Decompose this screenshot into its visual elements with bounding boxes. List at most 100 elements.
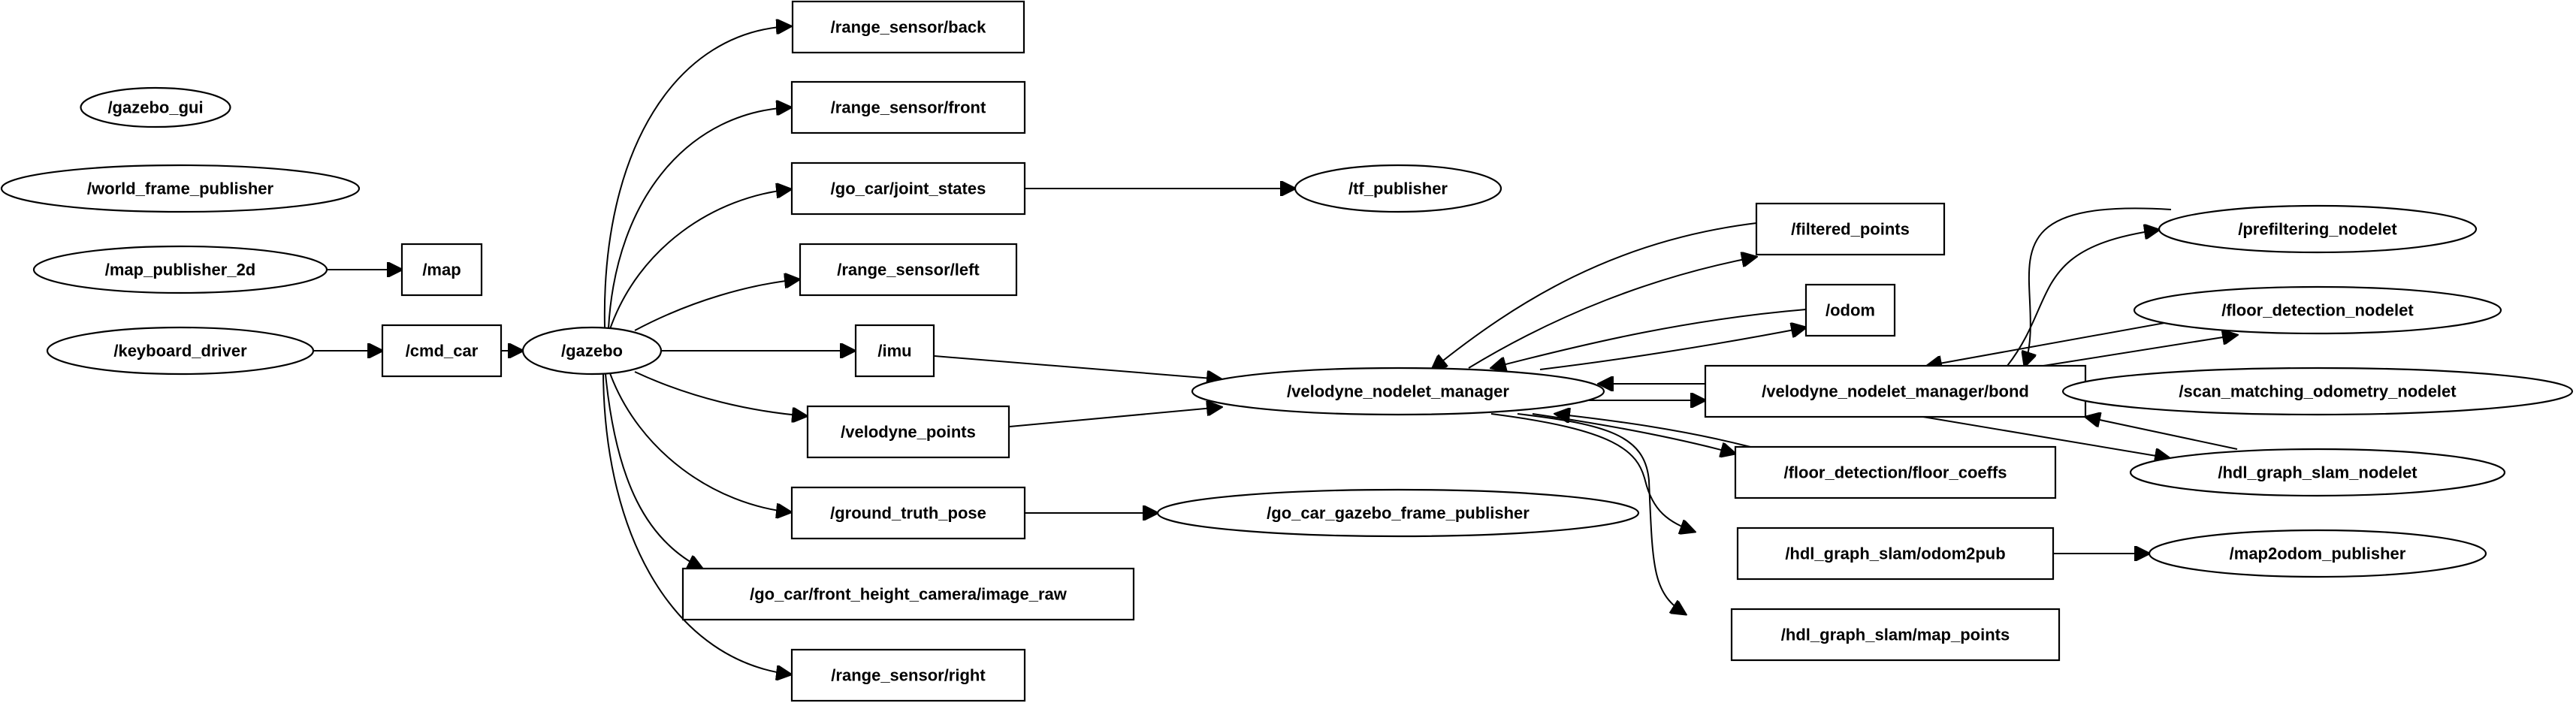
node-velodyne-points-box [806, 405, 1010, 459]
node-go-car-gazebo-frame-publisher-label: /go_car_gazebo_frame_publisher [1267, 504, 1530, 523]
edge-hdl-graph-slam-nodelet-to-velodyne-nodelet-manager-bond [2085, 417, 2238, 450]
node-range-sensor-right[interactable]: /range_sensor/right [790, 648, 1026, 702]
node-gazebo-ellipse [521, 326, 663, 376]
node-ground-truth-pose[interactable]: /ground_truth_pose [790, 486, 1026, 540]
node-go-car-joint-states-box [790, 161, 1026, 216]
edge-velodyne-nodelet-manager-to-hdl-graph-slam-map-points [1517, 413, 1686, 614]
node-floor-detection-nodelet[interactable]: /floor_detection_nodelet [2133, 285, 2502, 335]
node-range-sensor-back[interactable]: /range_sensor/back [791, 0, 1025, 54]
edges-layer [313, 26, 2237, 674]
node-filtered-points[interactable]: /filtered_points [1755, 202, 1946, 256]
edge-gazebo-to-range-sensor-back [603, 26, 791, 328]
node-velodyne-nodelet-manager-ellipse [1191, 367, 1605, 416]
edge-velodyne-points-to-velodyne-nodelet-manager [1009, 407, 1222, 427]
node-map-publisher-2d[interactable]: /map_publisher_2d [32, 245, 328, 294]
node-gazebo[interactable]: /gazebo [521, 326, 663, 376]
edge-velodyne-nodelet-manager-to-odom [1539, 327, 1806, 370]
node-go-car-gazebo-frame-publisher[interactable]: /go_car_gazebo_frame_publisher [1156, 488, 1640, 538]
node-velodyne-nodelet-manager-bond[interactable]: /velodyne_nodelet_manager/bond [1704, 364, 2087, 418]
node-cmd-car[interactable]: /cmd_car [381, 324, 503, 378]
node-floor-detection-floor-coeffs-label: /floor_detection/floor_coeffs [1783, 463, 2007, 482]
edge-prefiltering-nodelet-to-velodyne-nodelet-manager-bond [2025, 207, 2172, 367]
edge-odom-to-velodyne-nodelet-manager [1491, 309, 1807, 368]
node-range-sensor-right-label: /range_sensor/right [831, 666, 986, 685]
node-odom-box [1804, 283, 1896, 337]
node-hdl-graph-slam-odom2pub[interactable]: /hdl_graph_slam/odom2pub [1736, 526, 2055, 581]
node-gazebo-gui[interactable]: /gazebo_gui [80, 86, 231, 128]
edge-velodyne-nodelet-manager-bond-to-hdl-graph-slam-nodelet [1922, 416, 2170, 458]
node-velodyne-points[interactable]: /velodyne_points [806, 405, 1010, 459]
node-odom[interactable]: /odom [1804, 283, 1896, 337]
node-hdl-graph-slam-odom2pub-box [1736, 526, 2055, 581]
node-floor-detection-nodelet-ellipse [2133, 285, 2502, 335]
node-range-sensor-left[interactable]: /range_sensor/left [799, 243, 1018, 297]
edge-imu-to-velodyne-nodelet-manager [934, 355, 1222, 379]
node-map[interactable]: /map [400, 243, 483, 297]
node-range-sensor-back-label: /range_sensor/back [831, 18, 986, 37]
node-filtered-points-box [1755, 202, 1946, 256]
node-cmd-car-label: /cmd_car [406, 342, 479, 361]
node-velodyne-points-label: /velodyne_points [841, 423, 976, 442]
edge-filtered-points-to-velodyne-nodelet-manager [1432, 222, 1757, 370]
node-range-sensor-front[interactable]: /range_sensor/front [790, 80, 1026, 134]
node-map-box [400, 243, 483, 297]
node-cmd-car-box [381, 324, 503, 378]
node-hdl-graph-slam-map-points[interactable]: /hdl_graph_slam/map_points [1730, 608, 2061, 662]
node-prefiltering-nodelet[interactable]: /prefiltering_nodelet [2158, 204, 2478, 254]
node-keyboard-driver[interactable]: /keyboard_driver [46, 326, 315, 376]
node-velodyne-nodelet-manager[interactable]: /velodyne_nodelet_manager [1191, 367, 1605, 416]
node-floor-detection-floor-coeffs-box [1734, 445, 2057, 499]
node-floor-detection-nodelet-label: /floor_detection_nodelet [2221, 301, 2414, 320]
node-hdl-graph-slam-map-points-box [1730, 608, 2061, 662]
node-keyboard-driver-label: /keyboard_driver [113, 342, 247, 361]
node-keyboard-driver-ellipse [46, 326, 315, 376]
node-range-sensor-front-box [790, 80, 1026, 134]
node-tf-publisher[interactable]: /tf_publisher [1294, 164, 1502, 213]
node-map2odom-publisher[interactable]: /map2odom_publisher [2148, 529, 2487, 578]
node-world-frame-publisher[interactable]: /world_frame_publisher [0, 164, 361, 213]
node-map-label: /map [422, 261, 461, 279]
node-hdl-graph-slam-nodelet[interactable]: /hdl_graph_slam_nodelet [2129, 448, 2506, 497]
node-range-sensor-front-label: /range_sensor/front [831, 98, 986, 117]
node-map-publisher-2d-label: /map_publisher_2d [105, 261, 256, 279]
node-velodyne-nodelet-manager-label: /velodyne_nodelet_manager [1287, 382, 1509, 401]
edge-gazebo-to-range-sensor-left [634, 279, 799, 331]
node-odom-label: /odom [1826, 301, 1875, 320]
node-floor-detection-floor-coeffs[interactable]: /floor_detection/floor_coeffs [1734, 445, 2057, 499]
edge-floor-detection-floor-coeffs-to-velodyne-nodelet-manager [1555, 414, 1751, 448]
node-scan-matching-odometry-nodelet[interactable]: /scan_matching_odometry_nodelet [2061, 367, 2574, 416]
node-range-sensor-left-box [799, 243, 1018, 297]
edge-gazebo-to-go-car-joint-states [609, 189, 791, 330]
node-map2odom-publisher-label: /map2odom_publisher [2230, 545, 2406, 563]
edge-gazebo-to-ground-truth-pose [609, 373, 791, 512]
node-range-sensor-back-box [791, 0, 1025, 54]
node-velodyne-nodelet-manager-bond-label: /velodyne_nodelet_manager/bond [1762, 382, 2029, 401]
node-front-height-camera-box [681, 567, 1135, 621]
node-prefiltering-nodelet-label: /prefiltering_nodelet [2238, 220, 2397, 239]
node-range-sensor-right-box [790, 648, 1026, 702]
node-velodyne-nodelet-manager-bond-box [1704, 364, 2087, 418]
edge-velodyne-nodelet-manager-bond-to-floor-detection-nodelet [2043, 335, 2237, 367]
edge-velodyne-nodelet-manager-to-hdl-graph-slam-odom2pub [1490, 413, 1695, 532]
node-ground-truth-pose-box [790, 486, 1026, 540]
edge-gazebo-to-range-sensor-right [602, 373, 791, 674]
edge-velodyne-nodelet-manager-to-filtered-points [1468, 257, 1756, 369]
node-map2odom-publisher-ellipse [2148, 529, 2487, 578]
node-tf-publisher-label: /tf_publisher [1348, 180, 1448, 198]
node-world-frame-publisher-label: /world_frame_publisher [87, 180, 274, 198]
node-scan-matching-odometry-nodelet-label: /scan_matching_odometry_nodelet [2179, 382, 2457, 401]
node-imu[interactable]: /imu [854, 324, 935, 378]
node-ground-truth-pose-label: /ground_truth_pose [830, 504, 986, 523]
node-imu-box [854, 324, 935, 378]
node-gazebo-gui-label: /gazebo_gui [107, 98, 203, 117]
node-hdl-graph-slam-nodelet-ellipse [2129, 448, 2506, 497]
node-front-height-camera[interactable]: /go_car/front_height_camera/image_raw [681, 567, 1135, 621]
node-hdl-graph-slam-map-points-label: /hdl_graph_slam/map_points [1781, 626, 2010, 644]
node-gazebo-gui-ellipse [80, 86, 231, 128]
node-range-sensor-left-label: /range_sensor/left [837, 261, 980, 279]
edge-gazebo-to-range-sensor-front [608, 107, 791, 329]
node-gazebo-label: /gazebo [561, 342, 623, 361]
node-front-height-camera-label: /go_car/front_height_camera/image_raw [750, 585, 1068, 604]
node-go-car-joint-states[interactable]: /go_car/joint_states [790, 161, 1026, 216]
